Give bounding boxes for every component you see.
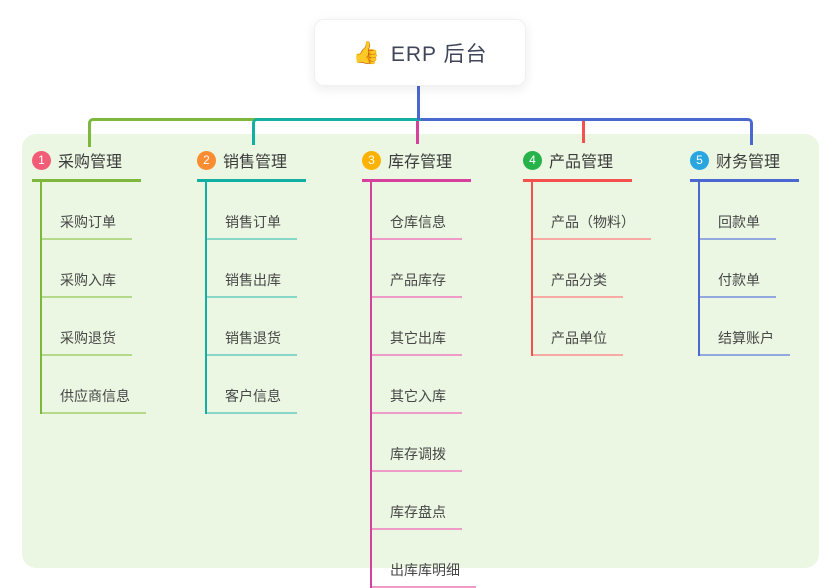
branch-number-badge: 2 <box>197 150 216 170</box>
child-node[interactable]: 出库库明细 <box>372 530 476 588</box>
branch-product-header[interactable]: 4 产品管理 <box>523 148 632 182</box>
connector-product-drop <box>582 119 585 143</box>
branch-procurement-children: 采购订单 采购入库 采购退货 供应商信息 <box>40 182 146 414</box>
child-node[interactable]: 客户信息 <box>207 356 297 414</box>
branch-finance: 5 财务管理 回款单 付款单 结算账户 <box>690 148 799 356</box>
branch-inventory: 3 库存管理 仓库信息 产品库存 其它出库 其它入库 库存调拨 库存盘点 出库库… <box>362 148 476 588</box>
branch-inventory-header[interactable]: 3 库存管理 <box>362 148 471 182</box>
child-node[interactable]: 库存调拨 <box>372 414 462 472</box>
child-node[interactable]: 产品（物料） <box>533 182 651 240</box>
branch-procurement-header[interactable]: 1 采购管理 <box>32 148 141 182</box>
child-node[interactable]: 采购订单 <box>42 182 132 240</box>
connector-finance-elbow <box>418 118 753 145</box>
child-node[interactable]: 付款单 <box>700 240 776 298</box>
branch-product: 4 产品管理 产品（物料） 产品分类 产品单位 <box>523 148 651 356</box>
branch-label: 财务管理 <box>716 154 781 171</box>
child-node[interactable]: 销售退货 <box>207 298 297 356</box>
connector-procure-elbow <box>88 118 257 147</box>
child-node[interactable]: 供应商信息 <box>42 356 146 414</box>
branch-number-badge: 5 <box>690 150 709 170</box>
child-node[interactable]: 采购入库 <box>42 240 132 298</box>
child-node[interactable]: 其它入库 <box>372 356 462 414</box>
child-node[interactable]: 回款单 <box>700 182 776 240</box>
child-node[interactable]: 销售订单 <box>207 182 297 240</box>
root-node[interactable]: 👍 ERP 后台 <box>314 19 526 86</box>
branch-finance-header[interactable]: 5 财务管理 <box>690 148 799 182</box>
child-node[interactable]: 库存盘点 <box>372 472 462 530</box>
connector-root-stem <box>417 84 420 120</box>
branch-label: 采购管理 <box>58 154 123 171</box>
branch-sales-children: 销售订单 销售出库 销售退货 客户信息 <box>205 182 297 414</box>
branch-sales-header[interactable]: 2 销售管理 <box>197 148 306 182</box>
child-node[interactable]: 采购退货 <box>42 298 132 356</box>
connector-inventory-drop <box>416 121 419 144</box>
branch-inventory-children: 仓库信息 产品库存 其它出库 其它入库 库存调拨 库存盘点 出库库明细 <box>370 182 476 588</box>
branch-sales: 2 销售管理 销售订单 销售出库 销售退货 客户信息 <box>197 148 306 414</box>
branch-finance-children: 回款单 付款单 结算账户 <box>698 182 790 356</box>
branches-background-panel <box>22 134 819 568</box>
branch-label: 销售管理 <box>223 154 288 171</box>
thumbs-up-icon: 👍 <box>352 39 381 65</box>
branch-number-badge: 1 <box>32 150 51 170</box>
branch-label: 库存管理 <box>388 154 453 171</box>
child-node[interactable]: 仓库信息 <box>372 182 462 240</box>
branch-label: 产品管理 <box>549 154 614 171</box>
child-node[interactable]: 产品单位 <box>533 298 623 356</box>
child-node[interactable]: 销售出库 <box>207 240 297 298</box>
root-label: ERP 后台 <box>390 42 488 66</box>
branch-number-badge: 4 <box>523 150 542 170</box>
child-node[interactable]: 其它出库 <box>372 298 462 356</box>
branch-procurement: 1 采购管理 采购订单 采购入库 采购退货 供应商信息 <box>32 148 146 414</box>
connector-sales-elbow <box>252 118 421 145</box>
child-node[interactable]: 结算账户 <box>700 298 790 356</box>
branch-number-badge: 3 <box>362 150 381 170</box>
child-node[interactable]: 产品分类 <box>533 240 623 298</box>
branch-product-children: 产品（物料） 产品分类 产品单位 <box>531 182 651 356</box>
child-node[interactable]: 产品库存 <box>372 240 462 298</box>
